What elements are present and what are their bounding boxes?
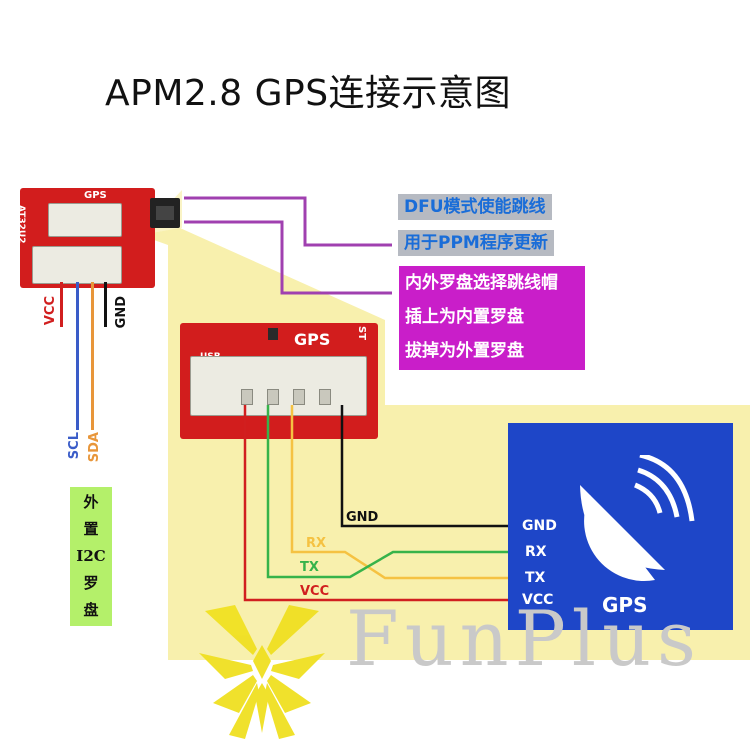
zoom-pin-3 bbox=[293, 389, 305, 405]
gps-module-label: GPS bbox=[602, 593, 648, 617]
small-board-gps-label: GPS bbox=[84, 190, 107, 201]
zoom-pin-1 bbox=[241, 389, 253, 405]
small-board-gps-connector bbox=[48, 203, 122, 237]
wire-sda bbox=[91, 282, 94, 430]
wire-gnd bbox=[340, 405, 508, 528]
gps-pin-tx: TX bbox=[525, 570, 546, 586]
zoom-board-gps-connector bbox=[190, 356, 367, 416]
callout-compass-line1: 内外罗盘选择跳线帽 bbox=[405, 273, 558, 293]
callout-compass-line3: 拔掉为外置罗盘 bbox=[405, 341, 524, 361]
zoom-pin-4 bbox=[319, 389, 331, 405]
wire-green bbox=[266, 405, 508, 579]
zoom-board-side-label: ST bbox=[356, 326, 367, 341]
wire-label-tx: TX bbox=[300, 560, 319, 575]
gps-pin-gnd: GND bbox=[522, 518, 557, 534]
wire-label-gnd: GND bbox=[346, 510, 379, 525]
external-i2c-compass-box: 外 置 I2C 罗 盘 bbox=[70, 487, 112, 626]
i2c-char-5: 盘 bbox=[83, 601, 99, 619]
i2c-char-4: 罗 bbox=[83, 574, 99, 592]
page-title: APM2.8 GPS连接示意图 bbox=[105, 73, 512, 114]
gps-pin-rx: RX bbox=[525, 544, 547, 560]
compass-jumper-callout: 内外罗盘选择跳线帽 插上为内置罗盘 拔掉为外置罗盘 bbox=[399, 266, 585, 370]
wire-vcc bbox=[243, 405, 508, 602]
i2c-char-2: 置 bbox=[83, 520, 99, 538]
zoom-board-chip bbox=[268, 328, 278, 340]
wire-label-rx: RX bbox=[306, 536, 327, 551]
spider-logo-icon bbox=[199, 605, 325, 739]
dfu-jumper-cap bbox=[156, 206, 174, 220]
i2c-char-3: I2C bbox=[76, 547, 106, 565]
wire-gnd-small bbox=[104, 282, 107, 327]
wire-scl bbox=[76, 282, 79, 430]
callout-dfu-line2: 用于PPM程序更新 bbox=[398, 230, 554, 256]
small-board-side-label: AT32U2 bbox=[16, 205, 26, 244]
callout-compass-line2: 插上为内置罗盘 bbox=[405, 307, 524, 327]
zoom-board-gps-label: GPS bbox=[294, 330, 331, 349]
wire-vcc-small bbox=[60, 282, 63, 327]
wire-label-vcc: VCC bbox=[300, 584, 330, 599]
callout-dfu-line1: DFU模式使能跳线 bbox=[398, 194, 552, 220]
satellite-dish-icon bbox=[580, 455, 695, 582]
zoom-pin-2 bbox=[267, 389, 279, 405]
watermark-text: FunPlus bbox=[346, 594, 703, 683]
gps-pin-vcc: VCC bbox=[522, 592, 554, 608]
wire-yellow bbox=[290, 405, 508, 580]
i2c-char-1: 外 bbox=[83, 493, 99, 511]
